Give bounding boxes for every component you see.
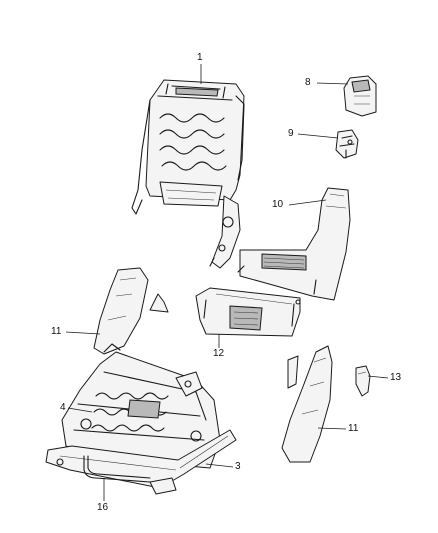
side-shield-icon <box>281 345 333 463</box>
callout-13: 13 <box>390 372 402 383</box>
callout-11-right: 11 <box>348 423 359 434</box>
callout-8: 8 <box>305 77 311 88</box>
callout-10: 10 <box>272 199 284 210</box>
seatback-frame-icon <box>131 79 245 269</box>
seat-track-frame-icon <box>61 343 221 469</box>
seatback-panel-icon <box>237 187 351 301</box>
cushion-pan-icon <box>195 287 301 337</box>
towel-bar-icon <box>83 455 151 483</box>
side-shield-icon <box>93 267 169 355</box>
latch-bracket-icon <box>335 129 359 159</box>
headrest-guide-icon <box>343 75 377 117</box>
callout-11-left: 11 <box>51 326 62 337</box>
callout-12: 12 <box>213 348 225 359</box>
callout-1: 1 <box>197 52 203 63</box>
callout-9: 9 <box>288 128 294 139</box>
handle-icon <box>355 365 371 397</box>
callout-4: 4 <box>60 402 66 413</box>
leader-lines <box>65 64 389 501</box>
callout-3: 3 <box>235 461 241 472</box>
callout-16: 16 <box>97 502 109 513</box>
